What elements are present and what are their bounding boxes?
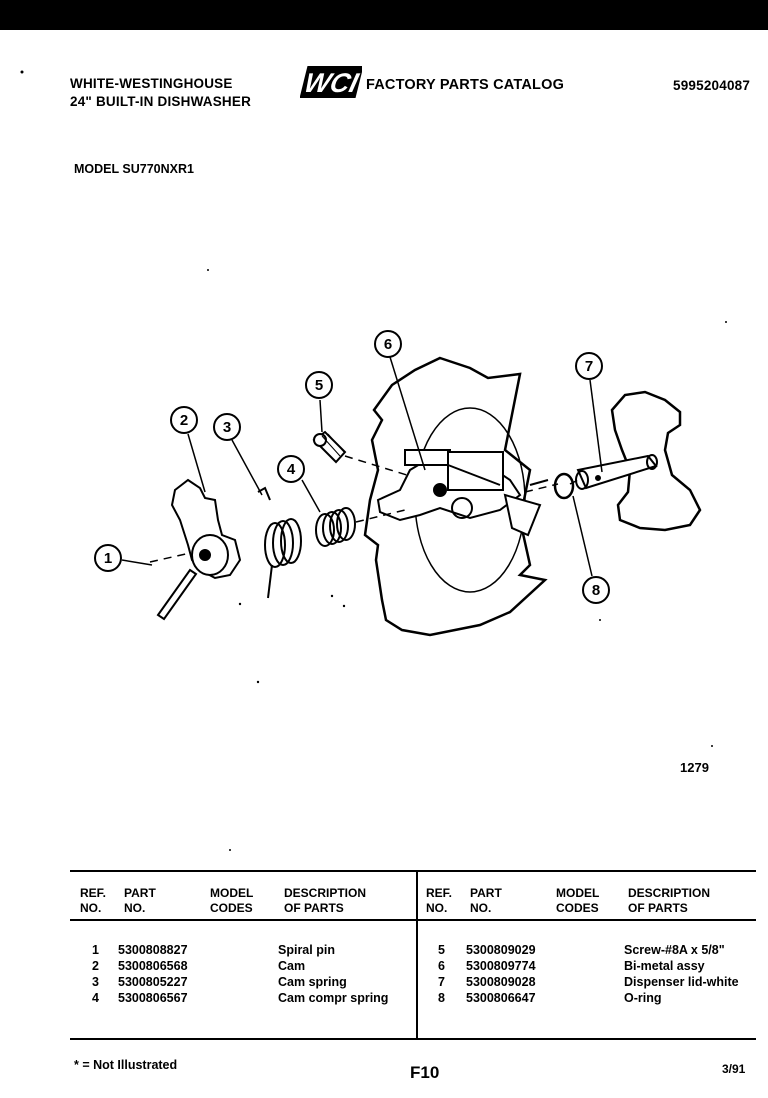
o-ring — [553, 472, 575, 500]
svg-text:6: 6 — [384, 336, 392, 353]
cam-torsion-spring — [257, 486, 302, 599]
callout-7: 7 — [575, 352, 603, 380]
top-black-bar — [0, 0, 768, 30]
header-ref-right: REF.NO. — [426, 886, 453, 915]
callout-3: 3 — [213, 413, 241, 441]
catalog-date: 3/91 — [722, 1062, 746, 1076]
header-ref: REF.NO. — [80, 886, 107, 915]
wci-logo: WCI — [300, 66, 362, 98]
cam-compression-spring — [315, 507, 356, 547]
brand-name: WHITE-WESTINGHOUSE — [70, 76, 233, 91]
callout-1: 1 — [94, 544, 122, 572]
callout-4: 4 — [277, 455, 305, 483]
callout-8: 8 — [582, 576, 610, 604]
svg-text:4: 4 — [287, 461, 296, 478]
callout-5: 5 — [305, 371, 333, 399]
cam — [170, 478, 242, 580]
header-rule — [70, 919, 756, 921]
svg-text:1: 1 — [104, 550, 112, 567]
bimetal-assembly — [376, 449, 549, 537]
lid-pin — [575, 454, 658, 490]
svg-text:8: 8 — [592, 582, 600, 599]
footnote: * = Not Illustrated — [74, 1058, 178, 1072]
svg-text:7: 7 — [585, 358, 593, 375]
page-number: F10 — [410, 1063, 440, 1082]
dispenser-housing — [363, 356, 548, 637]
table-divider — [416, 872, 418, 1038]
screw — [312, 430, 347, 464]
callout-6: 6 — [374, 330, 402, 358]
callouts: 1 2 3 4 5 6 7 8 — [94, 330, 610, 604]
logo-text: WCI — [301, 67, 362, 98]
dispenser-lid — [610, 390, 702, 532]
catalog-title: FACTORY PARTS CATALOG — [366, 77, 565, 93]
spiral-pin — [156, 568, 198, 621]
svg-text:5: 5 — [315, 377, 323, 394]
svg-text:3: 3 — [223, 419, 231, 436]
catalog-number: 5995204087 — [673, 78, 751, 93]
exploded-parts-diagram: 1 2 3 4 5 6 7 8 — [20, 70, 727, 851]
svg-text:2: 2 — [180, 412, 188, 429]
callout-2: 2 — [170, 406, 198, 434]
figure-number: 1279 — [680, 760, 709, 775]
model-number: MODEL SU770NXR1 — [74, 162, 194, 176]
product-line: 24" BUILT-IN DISHWASHER — [70, 94, 252, 109]
